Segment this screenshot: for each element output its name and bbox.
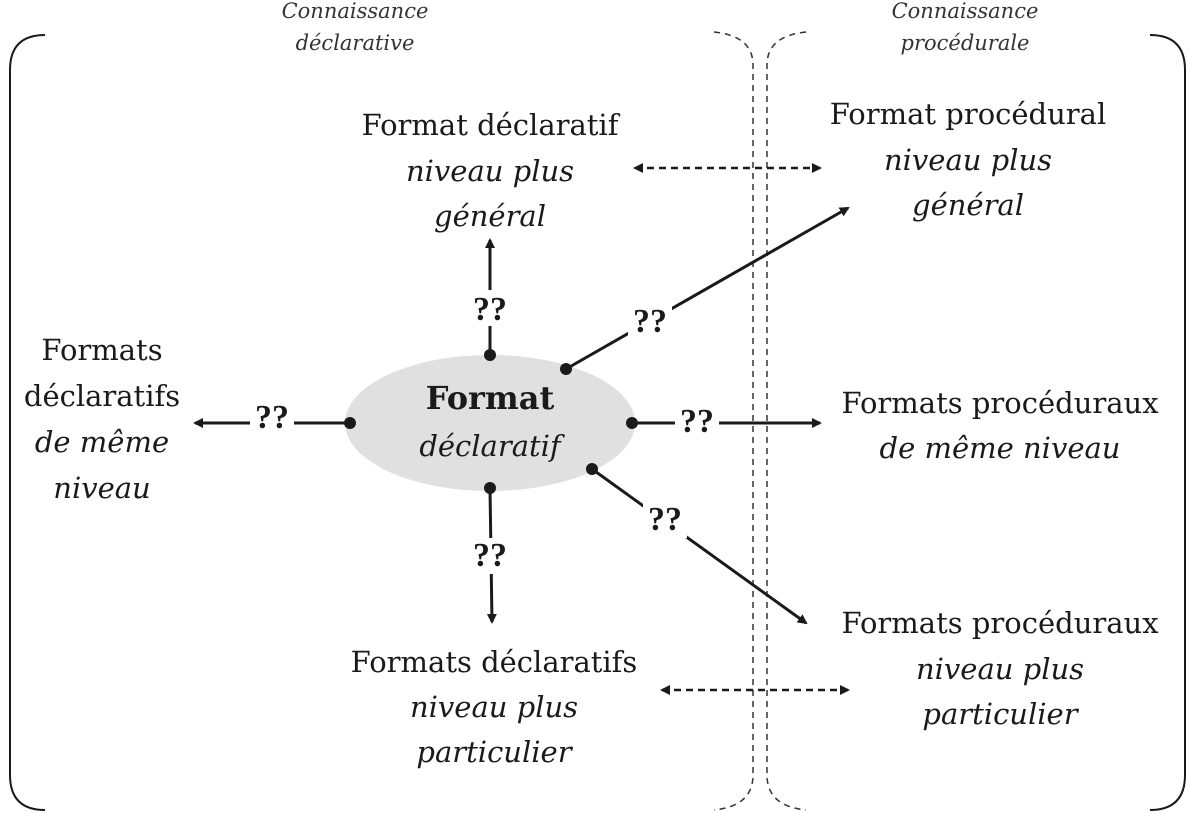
header-left-line2: déclarative bbox=[296, 31, 415, 55]
node-right-line1: Formats procéduraux bbox=[841, 386, 1158, 420]
node-right-line2: de même niveau bbox=[880, 431, 1121, 465]
node-bottom-left-line3: particulier bbox=[416, 735, 573, 769]
edge-label-down: ?? bbox=[473, 537, 507, 574]
node-left-line3: de même bbox=[35, 425, 169, 459]
node-right: Formats procéduraux de même niveau bbox=[841, 386, 1158, 465]
node-top-right-line2: niveau plus bbox=[884, 143, 1052, 177]
node-bottom-right-line1: Formats procéduraux bbox=[841, 606, 1158, 640]
node-top-left: Format déclaratif niveau plus général bbox=[362, 108, 621, 233]
node-top-right-line3: général bbox=[912, 188, 1024, 222]
node-bottom-left: Formats déclaratifs niveau plus particul… bbox=[351, 645, 638, 769]
node-left: Formats déclaratifs de même niveau bbox=[24, 333, 180, 505]
arrow-up-right bbox=[565, 206, 850, 371]
dot-bottom bbox=[484, 482, 496, 494]
dot-right bbox=[626, 417, 638, 429]
header-right-line1: Connaissance bbox=[892, 0, 1039, 23]
edge-label-left: ?? bbox=[255, 399, 289, 436]
node-top-right-line1: Format procédural bbox=[830, 97, 1106, 131]
node-top-left-line2: niveau plus bbox=[406, 154, 574, 188]
dot-down-right bbox=[586, 463, 598, 475]
node-left-line2: déclaratifs bbox=[24, 379, 180, 413]
node-top-left-line3: général bbox=[434, 199, 546, 233]
left-bracket bbox=[9, 34, 46, 811]
node-bottom-left-line1: Formats déclaratifs bbox=[351, 645, 638, 679]
center-ellipse bbox=[345, 355, 635, 491]
node-left-line1: Formats bbox=[41, 333, 162, 367]
node-bottom-right-line3: particulier bbox=[922, 697, 1079, 731]
node-bottom-left-line2: niveau plus bbox=[410, 690, 578, 724]
edge-label-up: ?? bbox=[473, 291, 507, 328]
node-top-right: Format procédural niveau plus général bbox=[830, 97, 1106, 222]
dot-top bbox=[484, 349, 496, 361]
divider-right bbox=[766, 31, 807, 811]
node-bottom-right: Formats procéduraux niveau plus particul… bbox=[841, 606, 1158, 731]
edge-label-right: ?? bbox=[680, 403, 714, 440]
center-title: Format bbox=[426, 379, 555, 417]
dot-up-right bbox=[560, 363, 572, 375]
right-bracket bbox=[1149, 34, 1186, 811]
node-top-left-line1: Format déclaratif bbox=[362, 108, 621, 142]
edge-label-down-right: ?? bbox=[648, 501, 682, 538]
arrow-down-right bbox=[591, 467, 808, 625]
node-left-line4: niveau bbox=[53, 471, 150, 505]
node-bottom-right-line2: niveau plus bbox=[916, 652, 1084, 686]
center-subtitle: déclaratif bbox=[419, 429, 566, 463]
dot-left bbox=[344, 417, 356, 429]
header-right-line2: procédurale bbox=[901, 31, 1030, 55]
edge-label-up-right: ?? bbox=[633, 303, 667, 340]
header-left-line1: Connaissance bbox=[282, 0, 429, 23]
divider-left bbox=[713, 31, 754, 811]
